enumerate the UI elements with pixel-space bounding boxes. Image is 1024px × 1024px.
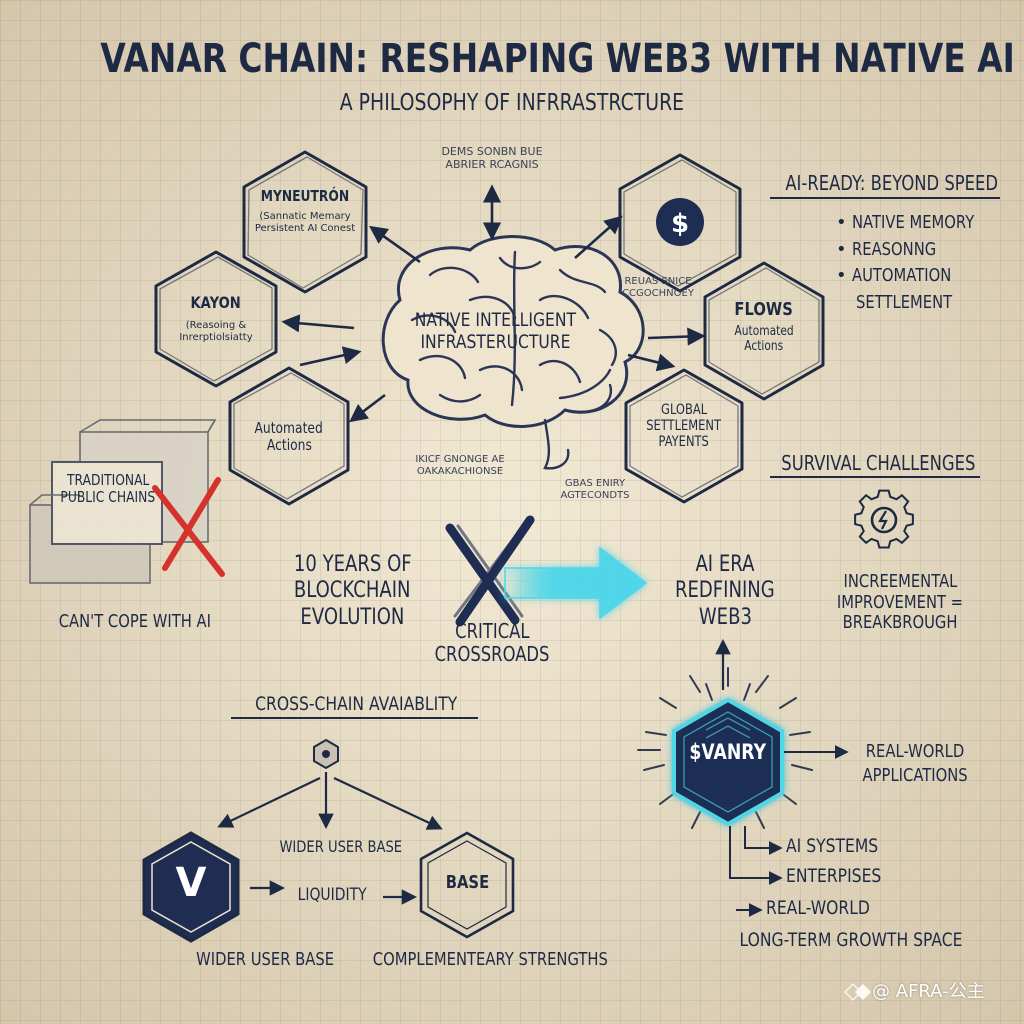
vanry-token-label: $VANRY (689, 740, 767, 764)
arrow-to-kayon (281, 314, 355, 333)
survival-text: INCREEMENTAL IMPROVEMENT = BREAKBROUGH (836, 571, 964, 634)
ai-ready-list: • NATIVE MEMORY • REASONNG • AUTOMATION … (836, 212, 1001, 314)
cross-chain-wider-user-base: WIDER USER BASE (279, 837, 403, 856)
center-bottom-right-caption: GBAS ENIRY AGTECONDTS (560, 478, 630, 501)
page-subtitle: A PHILOSOPHY OF INFRRASTRCTURE (339, 90, 685, 116)
vanry-enterprises: ENTERPISES (786, 865, 882, 887)
vanry-real-world-apps: REAL-WORLD APPLICATIONS (862, 741, 968, 787)
ai-era-text: AI ERA REDFINING WEB3 (675, 552, 775, 630)
traditional-label: TRADITIONAL PUBLIC CHAINS (60, 471, 156, 507)
hex-global-text: GLOBAL SETTLEMENT PAYENTS (646, 402, 722, 451)
survival-underline (770, 476, 980, 478)
brain-icon (381, 235, 645, 470)
arrow-to-automated-left (349, 393, 386, 423)
arrow-to-myneutron (369, 225, 421, 264)
center-label: NATIVE INTELLIGENT INFRASTERUCTURE (414, 309, 576, 353)
vanry-ai-systems: AI SYSTEMS (786, 835, 879, 857)
cross-chain-heading: CROSS-CHAIN AVAIABLITY (254, 693, 458, 715)
center-top-caption: DEMS SONBN BUE ABRIER RCAGNIS (441, 145, 543, 171)
hex-payments (618, 153, 742, 293)
hex-kayon-text: KAYON (Reasoing & Inrerptiolsiatty (179, 293, 253, 343)
arrow-to-flows (647, 327, 706, 346)
cross-chain-bottom-left: WIDER USER BASE (196, 949, 334, 970)
red-cross-icon (152, 477, 225, 577)
survival-heading: SURVIVAL CHALLENGES (781, 451, 976, 475)
cross-chain-liquidity: LIQUIDITY (297, 885, 367, 905)
arrow-to-global (627, 353, 676, 372)
arrow-node-left (217, 777, 321, 828)
arrow-to-ai-systems (744, 826, 783, 855)
dollar-icon: $ (656, 198, 704, 246)
arrow-node-right (333, 777, 443, 830)
gear-icon (854, 489, 914, 549)
base-logo (419, 831, 515, 939)
center-bottom-caption: IKICF GNONGE AE OAKAKACHIONSE (415, 454, 505, 477)
hex-myneutron-text: MYNEUTRÓN (Sannatic Memary Persistent AI… (254, 187, 356, 234)
ai-ready-item: • AUTOMATION (836, 265, 952, 287)
hex-myneutron (242, 150, 368, 294)
svg-text:$: $ (671, 209, 689, 239)
traditional-caption: CAN'T COPE WITH AI (58, 611, 212, 632)
hex-automated-left-text: Automated Actions (254, 419, 324, 455)
hex-global (624, 368, 744, 504)
vanry-real-world: REAL-WORLD (766, 897, 870, 919)
evolution-text: 10 YEARS OF BLOCKCHAIN EVOLUTION (293, 552, 412, 630)
ai-ready-item: • NATIVE MEMORY (836, 212, 975, 233)
vanar-logo (142, 831, 240, 943)
cross-chain-node-icon (313, 738, 339, 770)
hexagon-outlines (154, 150, 825, 506)
vanry-long-term: LONG-TERM GROWTH SPACE (739, 929, 963, 951)
hex-flows (703, 261, 825, 401)
hex-kayon (154, 250, 278, 388)
ai-ready-heading: AI-READY: BEYOND SPEED (785, 171, 999, 195)
hex-automated-left (228, 366, 350, 506)
arrow-to-payments (574, 215, 623, 259)
vanry-hex (672, 697, 784, 827)
watermark-text: @ AFRA-公主 (872, 981, 985, 1002)
crossroads-text: CRITICAL CROSSROADS (435, 619, 550, 666)
center-right-caption: REUAS SNICE CCGOCHNOEY (622, 276, 694, 299)
crossroads-x-icon (445, 515, 535, 627)
arrow-to-enterprises (729, 826, 783, 885)
cross-chain-bottom-right: COMPLEMENTEARY STRENGTHS (372, 949, 608, 970)
vanry-burst (637, 667, 813, 829)
hex-flows-text: FLOWS Automated Actions (734, 299, 794, 354)
traditional-chain-sketch (29, 419, 217, 584)
cyan-transition-arrow (504, 546, 648, 620)
page-title: VANAR CHAIN: RESHAPING WEB3 WITH NATIVE … (100, 36, 1015, 82)
ai-ready-extra: SETTLEMENT (856, 292, 953, 314)
arrow-from-kayon (299, 346, 362, 367)
ai-ready-item: • REASONNG (836, 238, 937, 260)
base-label: BASE (445, 872, 489, 893)
watermark-logo-icon (844, 983, 871, 1001)
vanar-letter: V (175, 860, 207, 906)
